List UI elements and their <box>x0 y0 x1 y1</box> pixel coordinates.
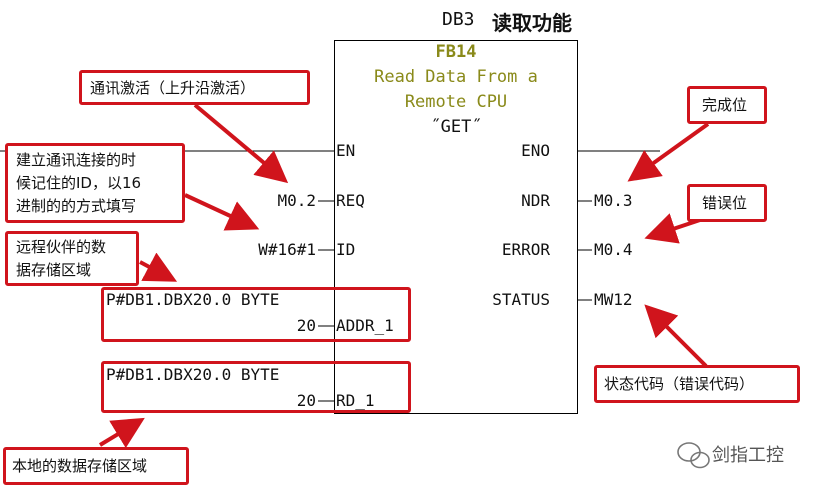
callout-status-code-text: 状态代码（错误代码） <box>604 375 755 393</box>
rd1-pointer: P#DB1.DBX20.0 BYTE <box>106 365 280 384</box>
callout-connection-id: 建立通讯连接的时 候记住的ID，以16 进制的的方式填写 <box>5 143 185 223</box>
callout-done-bit-text: 完成位 <box>702 96 748 114</box>
watermark-text: 剑指工控 <box>712 445 784 466</box>
addr1-length: 20 <box>296 316 316 335</box>
block-desc-line1: Read Data From a <box>374 67 538 87</box>
error-value: M0.4 <box>594 240 633 259</box>
callout-connection-id-line2: 候记住的ID，以16 <box>16 174 142 192</box>
function-label: 读取功能 <box>492 11 572 35</box>
rd1-length: 20 <box>296 391 316 410</box>
pin-en: EN <box>336 141 356 160</box>
rd1-highlight <box>101 361 411 413</box>
pin-addr1: ADDR_1 <box>336 316 394 335</box>
callout-remote-area-line1: 远程伙伴的数 <box>16 238 107 256</box>
callout-error-bit-text: 错误位 <box>702 194 748 212</box>
callout-remote-area-line2: 据存储区域 <box>16 261 92 279</box>
addr1-pointer: P#DB1.DBX20.0 BYTE <box>106 290 280 309</box>
db-label: DB3 <box>442 9 475 30</box>
callout-connection-id-line3: 进制的的方式填写 <box>16 197 137 215</box>
ndr-value: M0.3 <box>594 191 633 210</box>
callout-error-bit: 错误位 <box>687 184 767 222</box>
callout-comm-activate: 通讯激活（上升沿激活） <box>79 70 310 105</box>
pin-status: STATUS <box>492 290 550 309</box>
pin-error: ERROR <box>501 240 550 259</box>
callout-local-area-text: 本地的数据存储区域 <box>12 457 148 475</box>
pin-id: ID <box>336 240 356 259</box>
pin-ndr: NDR <box>521 191 550 210</box>
block-instruction: ˝GET˝ <box>430 117 482 137</box>
block-name: FB14 <box>435 42 477 62</box>
callout-arrows <box>98 103 710 449</box>
callout-comm-activate-text: 通讯激活（上升沿激活） <box>90 79 256 97</box>
status-value: MW12 <box>594 290 633 309</box>
callout-done-bit: 完成位 <box>687 86 767 124</box>
pin-eno: ENO <box>521 141 550 160</box>
callout-status-code: 状态代码（错误代码） <box>594 365 800 403</box>
callout-connection-id-line1: 建立通讯连接的时 <box>16 151 137 169</box>
req-value: M0.2 <box>277 191 316 210</box>
function-block <box>334 40 578 414</box>
callout-local-area: 本地的数据存储区域 <box>3 447 189 485</box>
pin-req: REQ <box>336 191 365 210</box>
addr1-highlight <box>101 287 411 342</box>
pin-rd1: RD_1 <box>336 391 375 410</box>
callout-remote-area: 远程伙伴的数 据存储区域 <box>5 231 139 286</box>
block-desc-line2: Remote CPU <box>404 92 508 112</box>
id-value: W#16#1 <box>258 240 316 259</box>
